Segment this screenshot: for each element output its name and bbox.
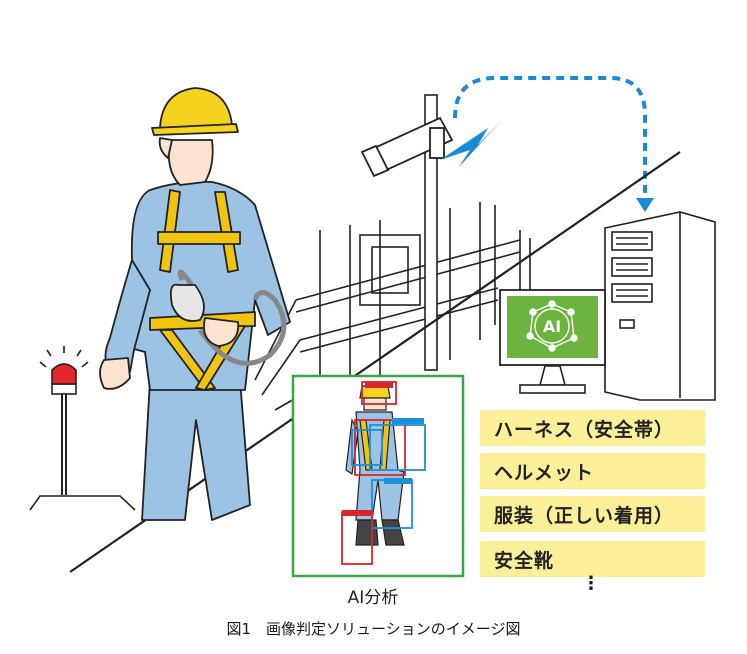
more-items-marker: ⋮ <box>582 573 600 594</box>
lightning-bolt-icon <box>440 120 502 168</box>
ai-brain-icon <box>526 300 578 352</box>
signal-path <box>453 76 647 200</box>
detect-harness-box <box>354 419 406 476</box>
worker-illustration <box>99 87 291 521</box>
ai-badge-text: AI <box>543 317 561 336</box>
ground-slab <box>29 495 136 511</box>
detection-item-helmet: ヘルメット <box>480 453 705 489</box>
security-camera-icon <box>360 116 454 178</box>
detect-uniform-box-2 <box>351 429 383 466</box>
ai-analysis-label: AI分析 <box>347 588 399 608</box>
warning-beacon-icon <box>39 346 89 495</box>
detection-boxes <box>341 381 426 565</box>
detect-uniform-fill-3 <box>384 478 412 484</box>
detect-helmet-fill <box>365 382 393 388</box>
camera-pole <box>424 94 438 371</box>
detection-item-harness: ハーネス（安全帯） <box>480 410 705 446</box>
detect-uniform-box-1 <box>369 424 426 471</box>
detection-item-shoes: 安全靴 <box>480 541 705 577</box>
server-icon <box>604 211 716 401</box>
detect-uniform-fill-1 <box>392 418 424 424</box>
detect-shoe-fill <box>342 510 372 516</box>
detection-item-uniform: 服装（正しい着用） <box>480 496 705 532</box>
signal-arrowhead <box>636 198 654 212</box>
figure-caption: 図1 画像判定ソリューションのイメージ図 <box>226 620 521 638</box>
